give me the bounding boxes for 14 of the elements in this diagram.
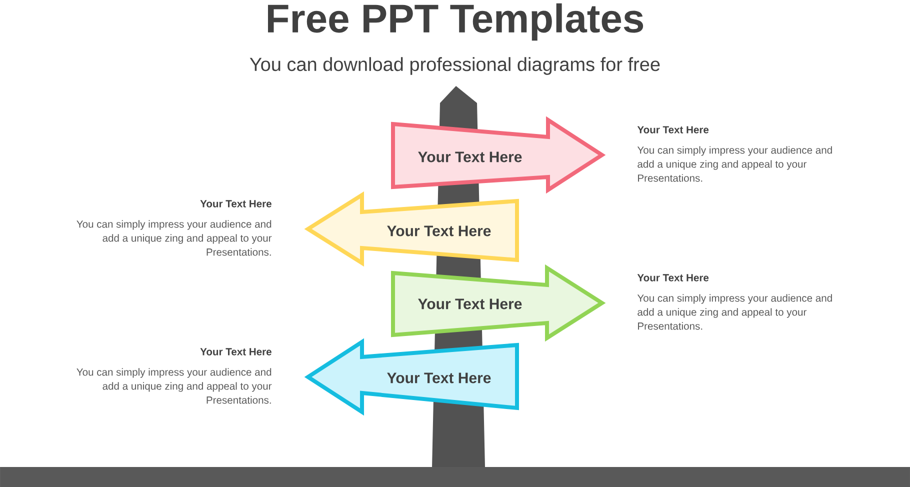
description: You can simply impress your audience and add a unique zing and appeal to your Presentations. <box>637 294 832 330</box>
subtitle: You can download professional diagrams for free <box>250 57 660 75</box>
arrow-sign: Your Text Here <box>304 191 519 267</box>
description: You can simply impress your audience and add a unique zing and appeal to your Presentations. <box>76 368 272 404</box>
arrow-sign: Your Text Here <box>391 264 606 342</box>
arrow-sign: Your Text Here <box>391 116 606 194</box>
description: You can simply impress your audience and add a unique zing and appeal to your Presentations. <box>76 220 272 256</box>
arrow-sign: Your Text Here <box>304 338 519 416</box>
title: Free PPT Templates <box>268 3 644 41</box>
heading: Your Text Here <box>200 348 272 356</box>
heading: Your Text Here <box>200 200 272 208</box>
description: You can simply impress your audience and add a unique zing and appeal to your Presentations. <box>637 146 832 182</box>
heading: Your Text Here <box>637 274 709 282</box>
heading: Your Text Here <box>637 126 709 134</box>
